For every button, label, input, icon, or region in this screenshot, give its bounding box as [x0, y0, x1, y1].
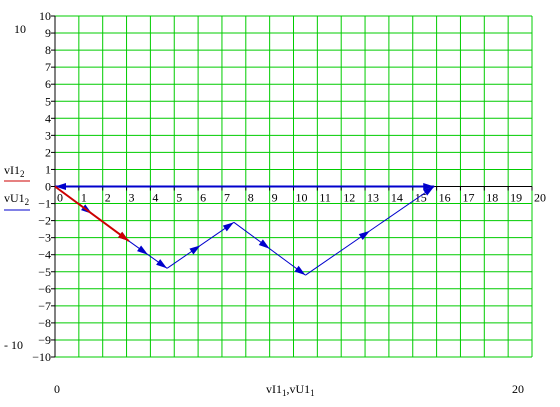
- y-tick-label-5: 5: [45, 94, 51, 108]
- legend-label-vU1: vU12: [4, 191, 29, 207]
- y-tick-label-8: 8: [45, 43, 51, 57]
- arrowhead-vU1-mid-3: [137, 245, 149, 255]
- x-tick-label-19: 19: [510, 191, 522, 205]
- arrowhead-vU1-end-5: [294, 265, 306, 276]
- x-tick-label-3: 3: [129, 191, 135, 205]
- x-tick-label-4: 4: [152, 191, 158, 205]
- y-top-limit-label: 10: [14, 22, 26, 36]
- legend-label-vI1: vI12: [4, 163, 25, 179]
- x-tick-label-2: 2: [105, 191, 111, 205]
- arrowhead-vI1-end-0: [118, 231, 129, 242]
- x-tick-label-16: 16: [439, 191, 451, 205]
- x-tick-label-9: 9: [272, 191, 278, 205]
- arrowhead-vU1-mid-5: [258, 239, 270, 249]
- segment-vI1-0: [54, 185, 130, 242]
- y-tick-label-2: 2: [45, 145, 51, 159]
- y-tick-label-4: 4: [45, 111, 51, 125]
- x-tick-label-7: 7: [224, 191, 230, 205]
- y-bottom-limit-label: - 10: [4, 338, 23, 352]
- arrowhead-vU1-end-4: [222, 222, 234, 232]
- y-tick-label--1: −1: [38, 197, 51, 211]
- x-tick-label-8: 8: [248, 191, 254, 205]
- x-tick-label-1: 1: [81, 191, 87, 205]
- y-tick-label--7: −7: [38, 299, 51, 313]
- x-right-limit-label: 20: [512, 382, 524, 396]
- legend-label-vI1-main: vI1: [4, 163, 20, 177]
- arrowhead-vU1-end-6: [423, 186, 435, 196]
- y-tick-label--8: −8: [38, 316, 51, 330]
- arrowhead-vU1-mid-6: [358, 230, 370, 240]
- x-axis-label-sub-1: 1: [282, 388, 287, 398]
- legend-label-vI1-sub: 2: [20, 169, 25, 179]
- data-series: [54, 183, 435, 276]
- x-axis-label-main-2: vU1: [290, 382, 311, 396]
- arrowhead-vU1-end-3: [156, 259, 168, 269]
- x-tick-label-13: 13: [367, 191, 379, 205]
- y-tick-label--4: −4: [38, 248, 51, 262]
- y-tick-label-1: 1: [45, 162, 51, 176]
- y-tick-label-10: 10: [39, 9, 51, 23]
- x-axis-label-sep: ,: [287, 382, 290, 396]
- x-tick-label-6: 6: [200, 191, 206, 205]
- x-tick-label-18: 18: [486, 191, 498, 205]
- x-tick-label-0: 0: [57, 191, 63, 205]
- legend: vI12 vU12: [4, 163, 30, 211]
- y-tick-label-9: 9: [45, 26, 51, 40]
- x-left-limit-label: 0: [54, 382, 60, 396]
- y-tick-label--9: −9: [38, 333, 51, 347]
- x-axis-label: vI11,vU11: [266, 382, 315, 398]
- y-tick-label-7: 7: [45, 60, 51, 74]
- legend-label-vU1-sub: 2: [25, 197, 30, 207]
- x-tick-label-17: 17: [462, 191, 474, 205]
- x-tick-label-14: 14: [391, 191, 403, 205]
- legend-label-vU1-main: vU1: [4, 191, 25, 205]
- y-tick-label--6: −6: [38, 282, 51, 296]
- x-tick-label-11: 11: [319, 191, 331, 205]
- x-tick-label-5: 5: [176, 191, 182, 205]
- arrowhead-vU1-mid-4: [189, 245, 201, 255]
- y-tick-label-3: 3: [45, 128, 51, 142]
- y-tick-label-6: 6: [45, 77, 51, 91]
- x-axis-label-sub-2: 1: [310, 388, 315, 398]
- y-tick-label--2: −2: [38, 214, 51, 228]
- y-tick-label-0: 0: [45, 180, 51, 194]
- x-axis-label-main-1: vI1: [266, 382, 282, 396]
- x-tick-label-12: 12: [343, 191, 355, 205]
- arrowhead-vU1-end-1: [55, 183, 66, 190]
- y-tick-label--5: −5: [38, 265, 51, 279]
- x-tick-label-10: 10: [296, 191, 308, 205]
- y-tick-label--10: −10: [32, 350, 51, 364]
- y-tick-label--3: −3: [38, 231, 51, 245]
- x-tick-label-20: 20: [534, 191, 546, 205]
